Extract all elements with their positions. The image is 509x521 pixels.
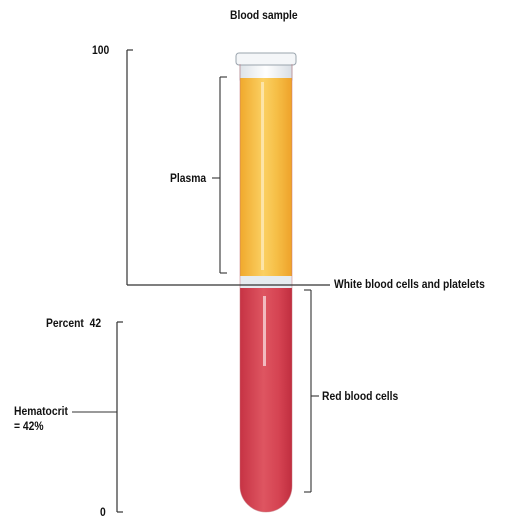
scale-label-42: Percent 42 [46, 316, 101, 330]
scale-label-0: 0 [100, 505, 106, 519]
scale-label-100: 100 [92, 43, 109, 57]
plasma-layer [240, 78, 292, 276]
red-cells-label: Red blood cells [322, 389, 398, 403]
hematocrit-label: Hematocrit [14, 404, 68, 418]
buffy-coat-label: White blood cells and platelets [334, 277, 485, 291]
tube-highlight [261, 82, 264, 270]
tube-empty-glass [240, 64, 292, 80]
red-cells-bracket [304, 290, 319, 492]
scale-axis [117, 50, 330, 512]
hematocrit-value: = 42% [14, 419, 44, 433]
tube-highlight-red [263, 296, 266, 366]
tube-rim [236, 53, 296, 65]
plasma-bracket [212, 77, 227, 273]
test-tube [236, 53, 296, 512]
plasma-label: Plasma [170, 171, 206, 185]
diagram-title: Blood sample [230, 8, 298, 22]
buffy-coat-layer [240, 276, 292, 288]
